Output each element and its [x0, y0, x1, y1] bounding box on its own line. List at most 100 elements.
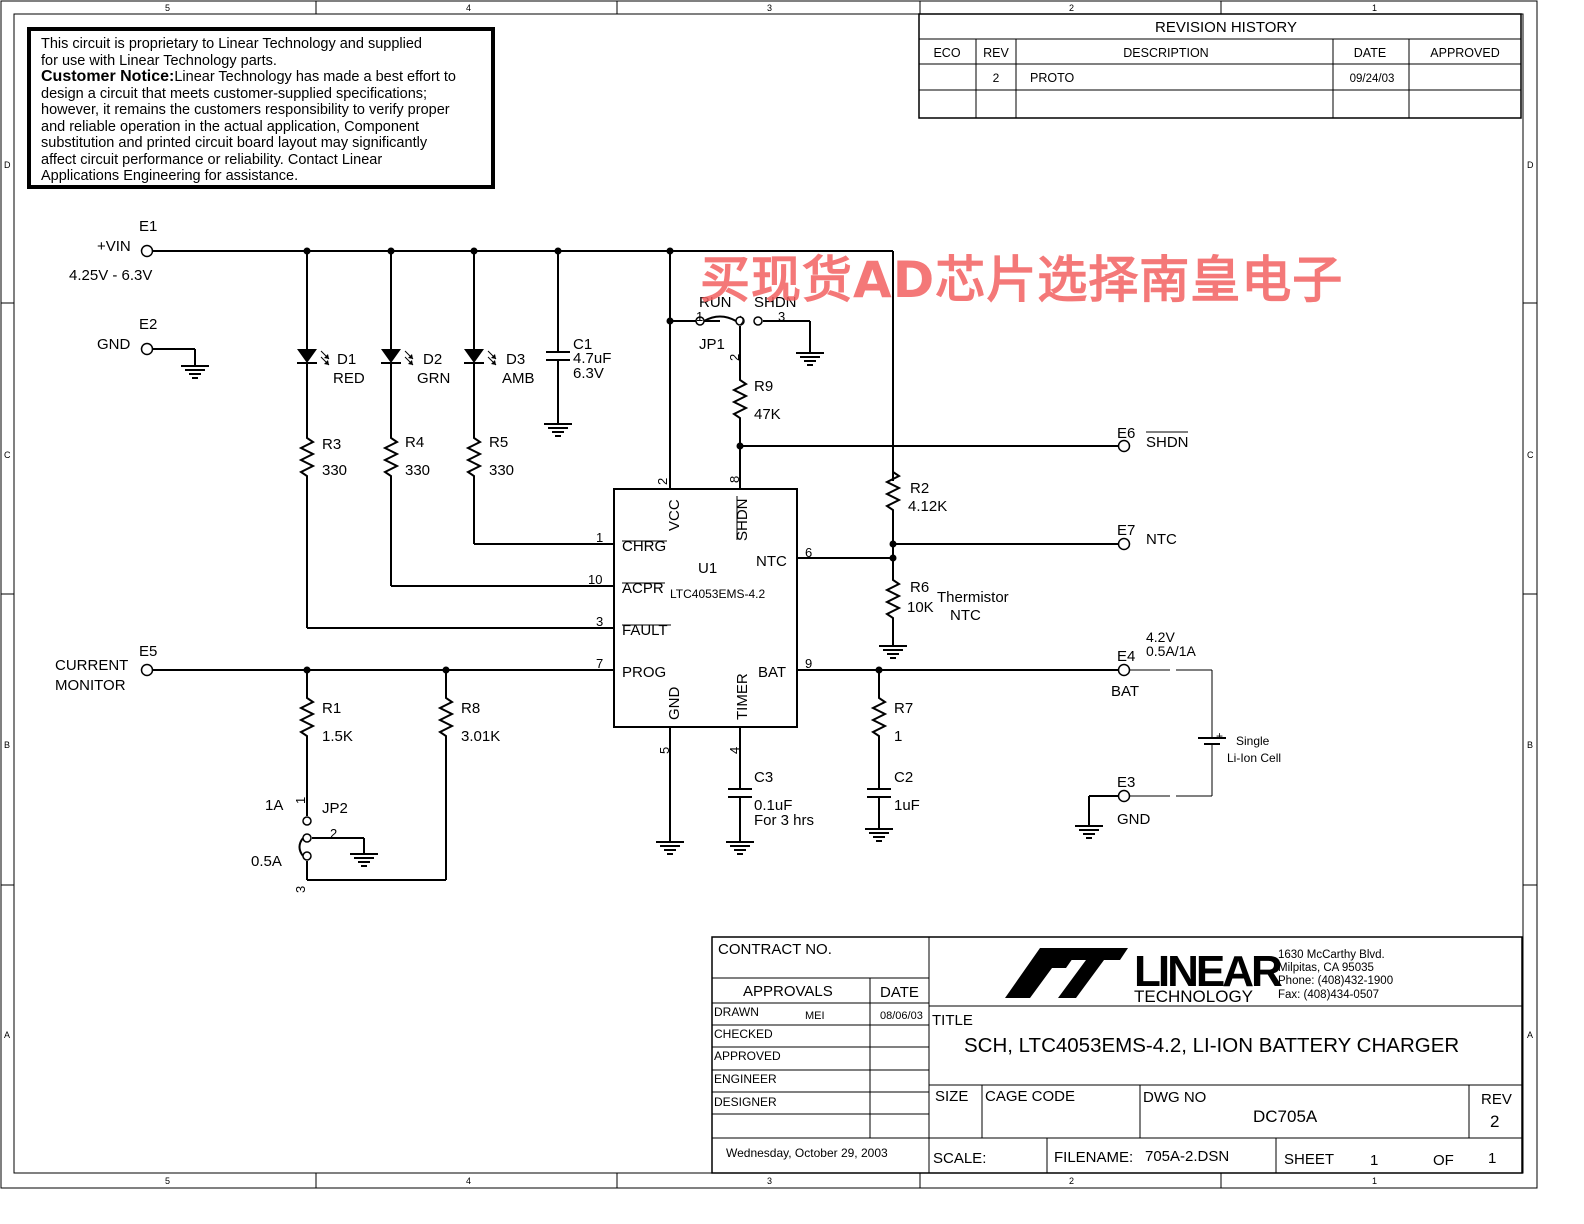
u1-ref: U1	[698, 560, 717, 577]
pin-ntc-label: NTC	[756, 553, 787, 570]
notice-line-5: however, it remains the customers respon…	[41, 102, 450, 118]
r6-resistor	[886, 573, 900, 625]
vin-range-label: 4.25V - 6.3V	[69, 267, 152, 284]
notice-line-7: substitution and printed circuit board l…	[41, 135, 428, 151]
rev-value: 2	[1490, 1112, 1499, 1131]
gnd-e2-label: GND	[97, 336, 131, 353]
zone-row-c-right: C	[1527, 450, 1534, 460]
e4-ref: E4	[1117, 648, 1135, 665]
customer-notice-heading: Customer Notice:	[41, 68, 175, 85]
notice-line-6: and reliable operation in the actual app…	[41, 118, 420, 135]
rev-header-date: DATE	[1354, 46, 1386, 60]
drawn-label: DRAWN	[714, 1005, 759, 1019]
pin-num-10: 10	[588, 572, 602, 587]
drawing-title: SCH, LTC4053EMS-4.2, LI-ION BATTERY CHAR…	[964, 1034, 1459, 1057]
jp1-ref: JP1	[699, 336, 725, 353]
pin-shdn-label: SHDN	[734, 498, 751, 541]
sheet-total: 1	[1488, 1150, 1496, 1167]
leds	[296, 348, 497, 366]
jp1-shdn-label: SHDN	[754, 294, 797, 311]
filename-value: 705A-2.DSN	[1145, 1148, 1229, 1165]
pin-num-5: 5	[657, 747, 672, 754]
r1-resistor	[300, 691, 314, 743]
notice-line-1: This circuit is proprietary to Linear Te…	[41, 36, 422, 52]
cell-plus-sign: +	[1216, 729, 1223, 743]
r6-value: 10K	[907, 599, 934, 616]
approved-label: APPROVED	[714, 1049, 781, 1063]
li-ion-cell-symbol	[1198, 728, 1226, 750]
r4-resistor	[384, 431, 398, 483]
pin-num-9: 9	[805, 656, 812, 671]
proprietary-notice-box: This circuit is proprietary to Linear Te…	[27, 27, 495, 189]
jp2-pin-1: 1	[293, 797, 308, 804]
title-block	[711, 936, 1523, 1174]
jp1-pin-3: 3	[778, 309, 785, 324]
r9-resistor	[733, 373, 747, 425]
r2-value: 4.12K	[908, 498, 947, 515]
pin-vcc-label: VCC	[666, 499, 683, 531]
zone-col-2: 2	[1069, 3, 1074, 13]
size-label: SIZE	[935, 1088, 968, 1105]
cage-code-label: CAGE CODE	[985, 1088, 1075, 1105]
engineer-label: ENGINEER	[714, 1072, 777, 1086]
revision-history-title: REVISION HISTORY	[1155, 19, 1297, 36]
rev-label: REV	[1481, 1091, 1512, 1108]
c1-capacitor	[545, 351, 571, 361]
drawn-by: MEI	[805, 1010, 825, 1022]
notice-line-8: affect circuit performance or reliabilit…	[41, 151, 383, 168]
r8-value: 3.01K	[461, 728, 500, 745]
d2-ref: D2	[423, 351, 442, 368]
rev-row-description: PROTO	[1030, 71, 1074, 85]
zone-row-d-right: D	[1527, 160, 1534, 170]
e6-shdn-label: SHDN	[1146, 434, 1189, 451]
u1-part-number: LTC4053EMS-4.2	[670, 587, 765, 601]
approvals-label: APPROVALS	[743, 983, 833, 1000]
r7-resistor	[872, 691, 886, 743]
pin-num-3: 3	[596, 614, 603, 629]
c3-ref: C3	[754, 769, 773, 786]
notice-line-4: design a circuit that meets customer-sup…	[41, 85, 428, 102]
pin-bat-label: BAT	[758, 664, 786, 681]
pin-num-1: 1	[596, 530, 603, 545]
e4-voltage: 4.2V	[1146, 629, 1175, 645]
r3-resistor	[300, 431, 314, 483]
e5-ref: E5	[139, 643, 157, 660]
cell-label-1: Single	[1236, 734, 1270, 748]
notice-line-2: for use with Linear Technology parts.	[41, 52, 277, 69]
e7-ref: E7	[1117, 522, 1135, 539]
e4-current: 0.5A/1A	[1146, 643, 1196, 659]
zone-col-5: 5	[165, 3, 170, 13]
pin-timer-label: TIMER	[734, 673, 751, 720]
address-line-2: Milpitas, CA 95035	[1278, 962, 1374, 974]
wires	[153, 250, 1213, 881]
c1-ref: C1	[573, 336, 592, 353]
sheet-number: 1	[1370, 1152, 1378, 1169]
d1-ref: D1	[337, 351, 356, 368]
pin-acpr-label: ACPR	[622, 580, 664, 597]
notice-customer-line: Customer Notice:Linear Technology has ma…	[41, 68, 481, 86]
c1-value: 4.7uF	[573, 350, 611, 367]
r5-ref: R5	[489, 434, 508, 451]
zone-row-a: A	[4, 1030, 10, 1040]
current-label: CURRENT	[55, 657, 128, 674]
d2-color: GRN	[417, 370, 450, 387]
e7-ntc-label: NTC	[1146, 531, 1177, 548]
jp1-run-label: RUN	[699, 294, 732, 311]
d1-led	[296, 348, 330, 366]
r1-ref: R1	[322, 700, 341, 717]
monitor-label: MONITOR	[55, 677, 126, 694]
pin-num-7: 7	[596, 656, 603, 671]
zone-row-d: D	[4, 160, 11, 170]
d1-color: RED	[333, 370, 365, 387]
vin-label: +VIN	[97, 238, 131, 255]
pin-chrg-label: CHRG	[622, 538, 666, 555]
zone-row-b: B	[4, 740, 10, 750]
rev-row-rev: 2	[993, 71, 1000, 85]
notice-line-3: Linear Technology has made a best effort…	[174, 69, 456, 85]
jp1-pin-1: 1	[696, 309, 703, 324]
jp1-pin-2: 2	[727, 354, 742, 361]
designer-label: DESIGNER	[714, 1095, 777, 1109]
jp2-pin-2: 2	[330, 826, 337, 841]
r5-value: 330	[489, 462, 514, 479]
jp2-1a-label: 1A	[265, 797, 283, 814]
